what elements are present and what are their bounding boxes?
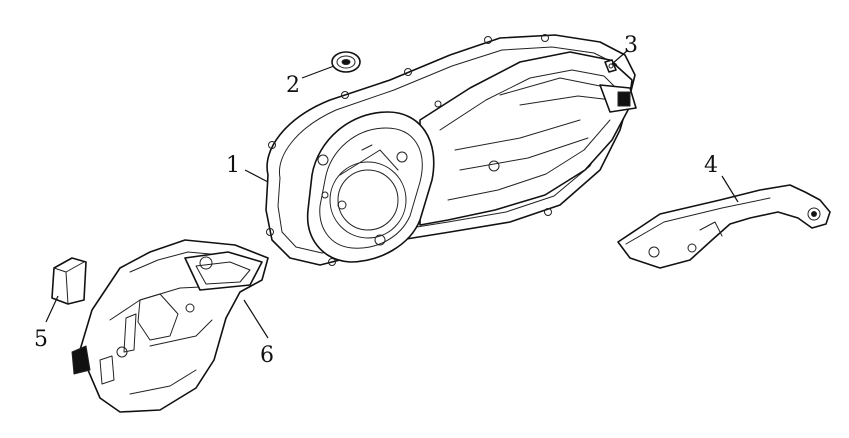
part-6-front-cover[interactable]	[71, 239, 269, 413]
leader-2	[301, 65, 335, 79]
part-2-oil-seal[interactable]	[331, 51, 361, 73]
part-5-rubber-pad[interactable]	[51, 257, 87, 305]
callout-leaders	[45, 49, 739, 339]
leader-6	[243, 299, 269, 339]
callout-3: 3	[624, 33, 638, 58]
callout-5: 5	[34, 327, 48, 352]
part-4-bracket[interactable]	[617, 184, 831, 269]
leader-4	[721, 175, 739, 203]
part-1-crankcase-cover[interactable]	[265, 34, 637, 266]
callout-1: 1	[226, 153, 240, 178]
leader-3	[611, 49, 629, 65]
leader-1	[244, 169, 269, 183]
part-3-bolt[interactable]	[604, 59, 617, 73]
callout-6: 6	[260, 343, 274, 368]
callout-2: 2	[286, 73, 300, 98]
callout-labels: 1 2 3 4 5 6	[34, 33, 718, 368]
callout-4: 4	[704, 153, 718, 178]
leader-5	[45, 295, 59, 323]
